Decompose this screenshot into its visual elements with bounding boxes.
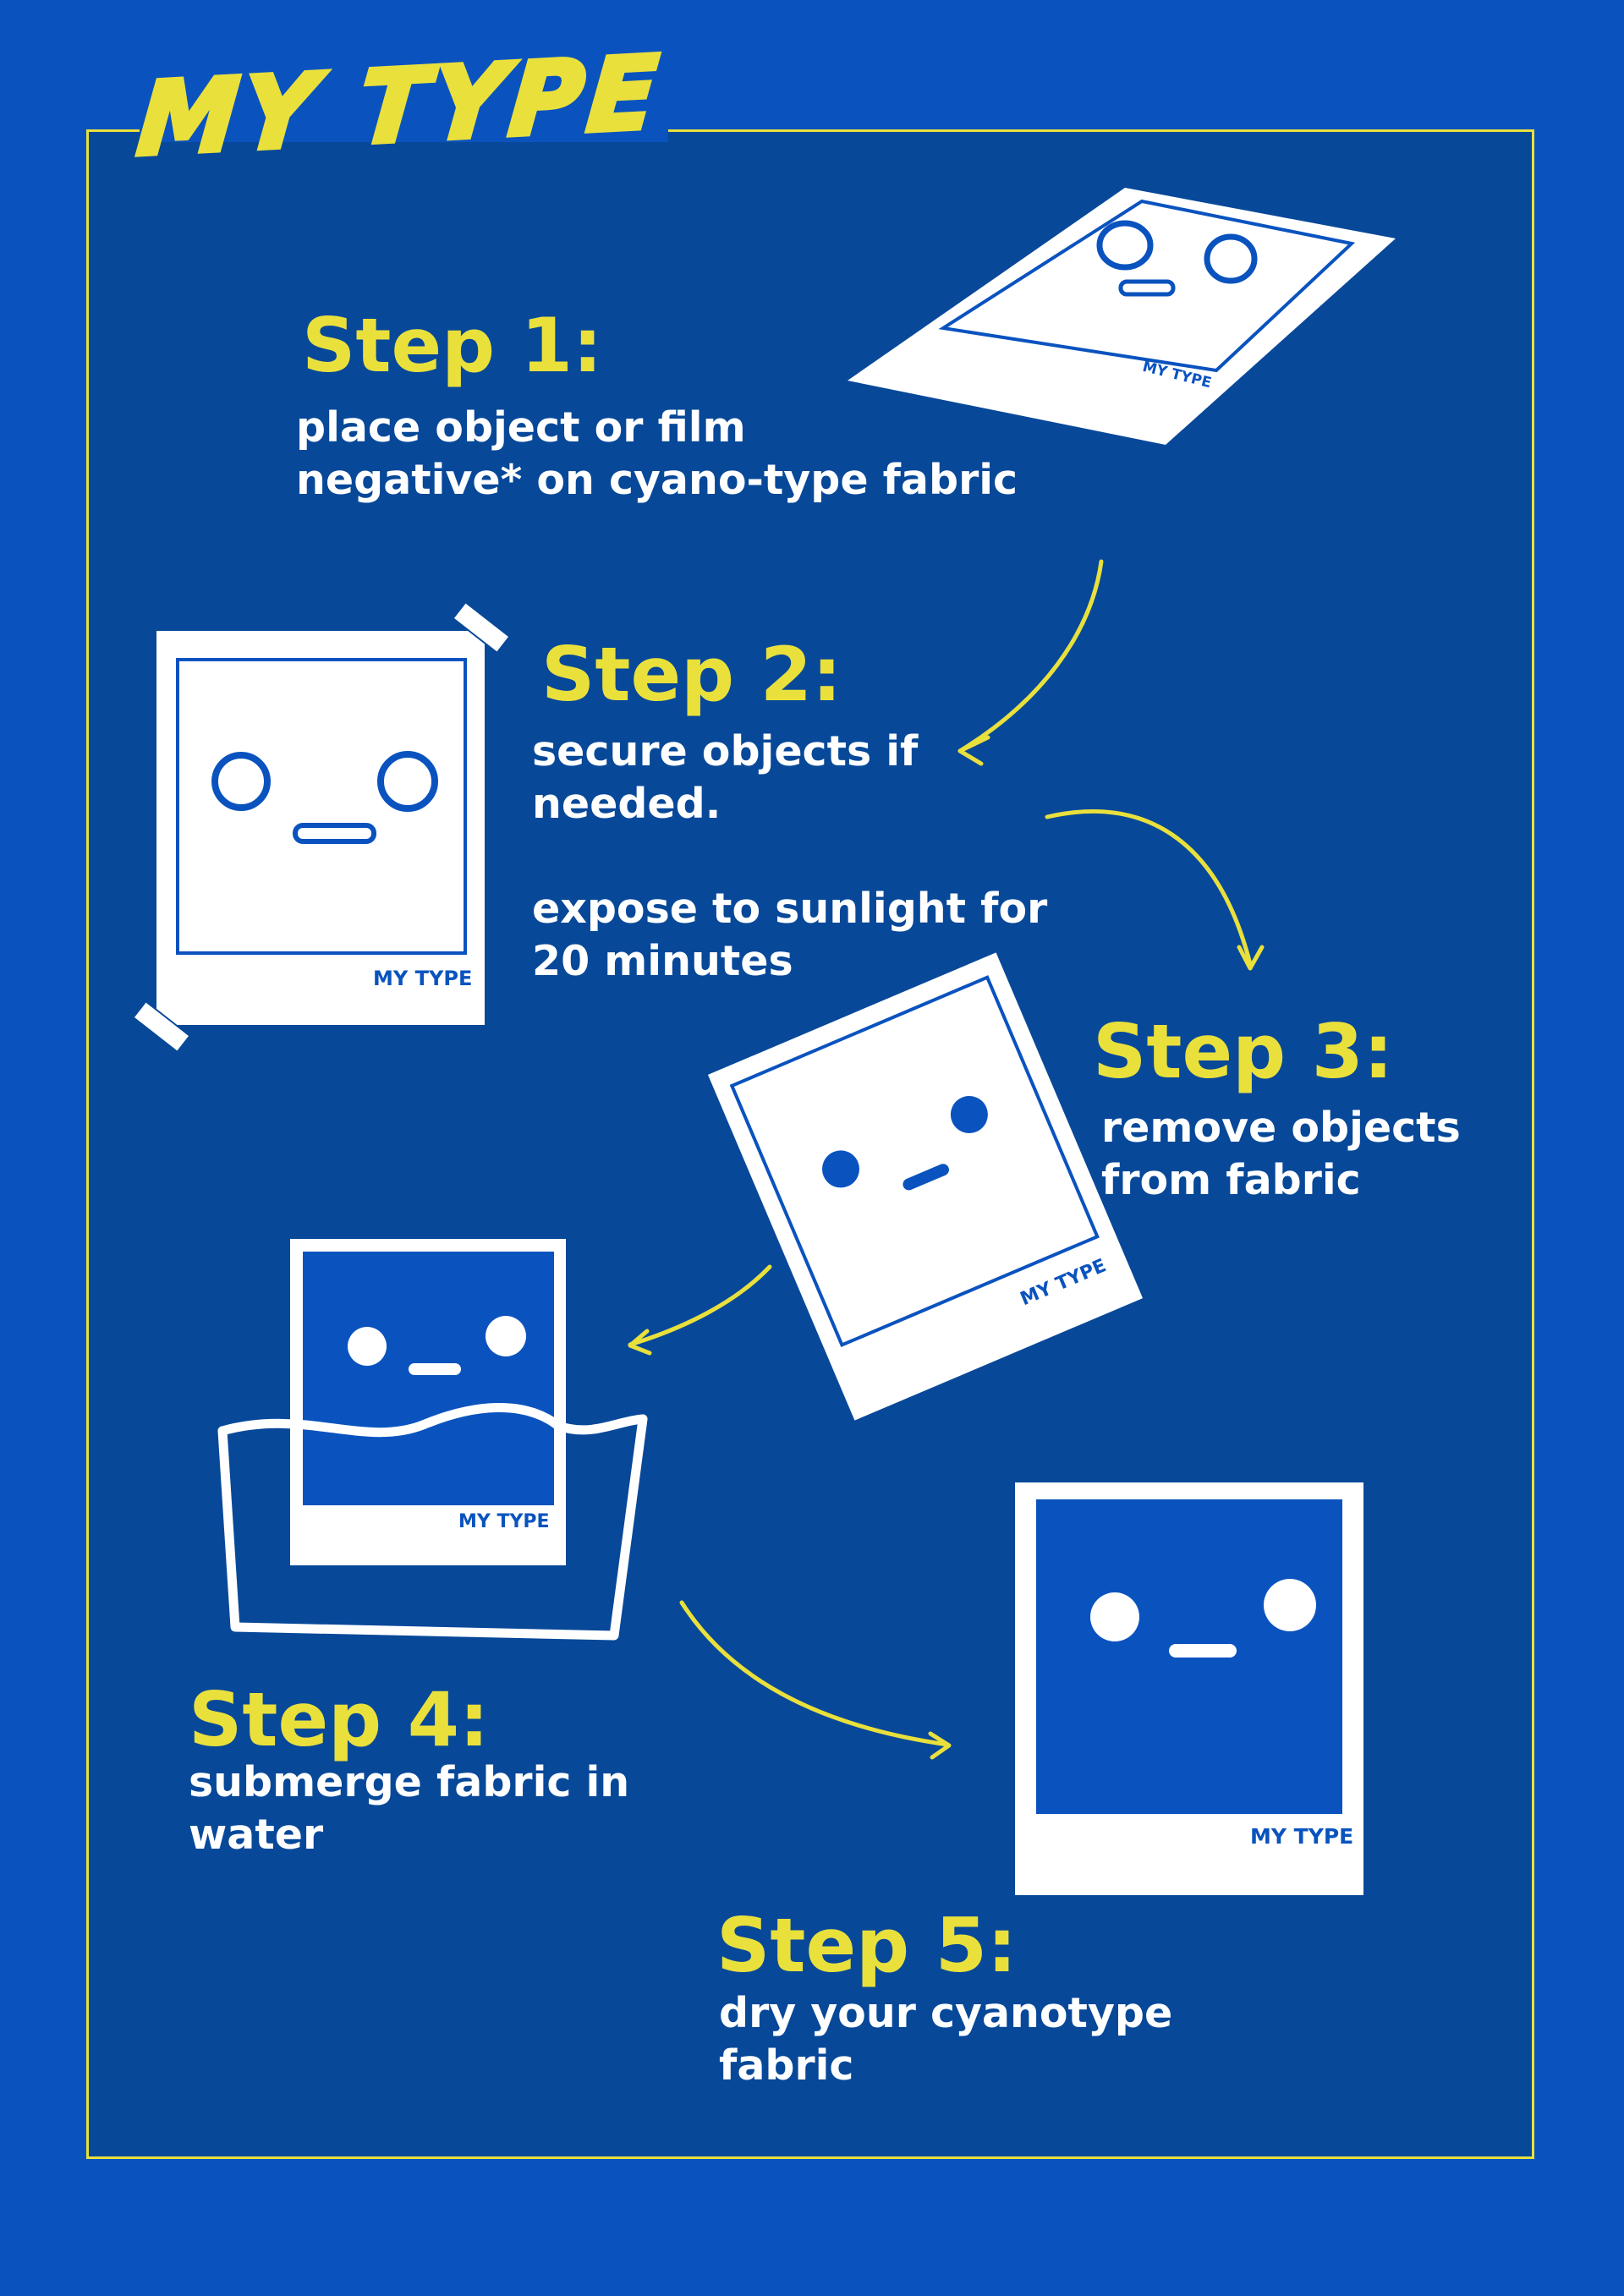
step2-title: Step 2: bbox=[541, 631, 842, 718]
arrow-step1-to-step2-icon bbox=[957, 559, 1104, 766]
step1-line: negative* on cyano-type fabric bbox=[296, 456, 1018, 504]
step2-taped-card-illustration: MY TYPE bbox=[132, 600, 511, 1054]
step5-description: dry your cyanotype fabric bbox=[719, 1987, 1172, 2092]
arrow-step3-to-step4-icon bbox=[628, 1264, 772, 1356]
step4-description: submerge fabric in water bbox=[189, 1756, 629, 1861]
step3-description: remove objects from fabric bbox=[1101, 1102, 1461, 1207]
step4-water-basin-illustration: MY TYPE bbox=[217, 1239, 648, 1641]
card-label: MY TYPE bbox=[373, 967, 472, 990]
mouth-icon bbox=[293, 823, 376, 844]
eye-icon bbox=[1096, 220, 1154, 271]
eye-icon bbox=[348, 1327, 387, 1366]
step2-description: secure objects if needed. expose to sunl… bbox=[532, 726, 1047, 988]
step2-line bbox=[532, 830, 1047, 883]
step1-title: Step 1: bbox=[302, 302, 603, 389]
arrow-step4-to-step5-icon bbox=[679, 1600, 952, 1760]
mouth-icon bbox=[903, 1164, 949, 1191]
step2-line: secure objects if bbox=[532, 727, 919, 775]
eye-icon bbox=[1204, 233, 1258, 284]
step3-title: Step 3: bbox=[1093, 1008, 1394, 1095]
card-label: MY TYPE bbox=[458, 1511, 550, 1532]
tape-icon bbox=[452, 600, 511, 655]
step3-line: from fabric bbox=[1101, 1156, 1361, 1204]
step3-line: remove objects bbox=[1101, 1104, 1461, 1152]
step2-line: needed. bbox=[532, 780, 721, 828]
eye-icon bbox=[1090, 1592, 1139, 1641]
eye-icon bbox=[822, 1150, 860, 1188]
eye-icon bbox=[377, 751, 438, 812]
step4-title: Step 4: bbox=[189, 1676, 490, 1763]
mouth-icon bbox=[409, 1363, 461, 1375]
step5-dried-card-illustration: MY TYPE bbox=[1015, 1482, 1363, 1895]
card-label: MY TYPE bbox=[1250, 1824, 1353, 1849]
mouth-icon bbox=[1169, 1644, 1237, 1658]
step2-line: expose to sunlight for bbox=[532, 885, 1048, 933]
step5-line: fabric bbox=[719, 2041, 854, 2090]
step5-line: dry your cyanotype bbox=[719, 1989, 1173, 2037]
step1-description: place object or film negative* on cyano-… bbox=[296, 402, 1018, 507]
step3-tilted-card-illustration: MY TYPE bbox=[707, 952, 1144, 1421]
step2-line: 20 minutes bbox=[532, 937, 793, 985]
step1-fabric-card-illustration: MY TYPE bbox=[848, 188, 1396, 445]
eye-icon bbox=[1264, 1579, 1316, 1631]
logo-backdrop bbox=[140, 118, 668, 142]
mouth-icon bbox=[1118, 279, 1176, 297]
arrow-step2-to-step3-icon bbox=[1045, 809, 1265, 971]
eye-icon bbox=[486, 1316, 526, 1356]
step5-title: Step 5: bbox=[716, 1902, 1018, 1989]
step4-line: water bbox=[189, 1811, 324, 1859]
eye-icon bbox=[950, 1095, 988, 1133]
step4-line: submerge fabric in bbox=[189, 1758, 630, 1806]
eye-icon bbox=[211, 752, 271, 811]
step1-line: place object or film bbox=[296, 403, 746, 452]
tape-icon bbox=[132, 1000, 191, 1054]
